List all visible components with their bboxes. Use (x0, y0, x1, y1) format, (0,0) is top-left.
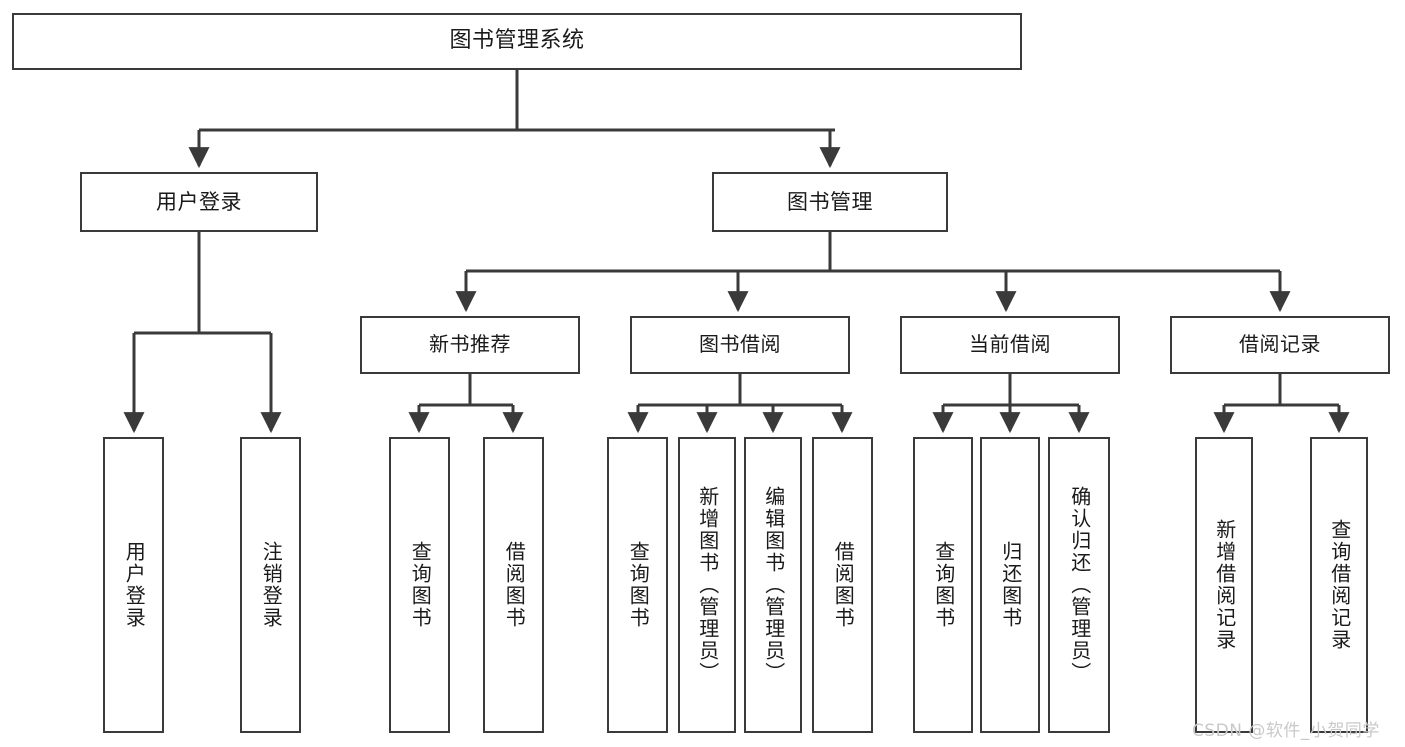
leaf-add-book-admin[interactable]: 新增图书（管理员） (678, 437, 736, 733)
leaf-label: 归还图书 (998, 541, 1023, 629)
leaf-borrow-book-newbook[interactable]: 借阅图书 (483, 437, 544, 733)
node-new-book-recommend[interactable]: 新书推荐 (360, 316, 580, 374)
node-new-book-recommend-label: 新书推荐 (429, 332, 511, 357)
leaf-confirm-return-admin[interactable]: 确认归还（管理员） (1048, 437, 1110, 733)
leaf-label: 新增借阅记录 (1212, 519, 1237, 651)
leaf-label: 查询图书 (408, 541, 433, 629)
leaf-label: 新增图书（管理员） (695, 486, 720, 684)
node-borrow-record-label: 借阅记录 (1239, 332, 1321, 357)
leaf-query-book-borrow[interactable]: 查询图书 (607, 437, 668, 733)
leaf-label: 编辑图书（管理员） (761, 486, 786, 684)
leaf-label: 注销登录 (259, 541, 284, 629)
node-book-borrow[interactable]: 图书借阅 (630, 316, 850, 374)
node-borrow-record[interactable]: 借阅记录 (1170, 316, 1390, 374)
node-current-borrow-label: 当前借阅 (969, 332, 1051, 357)
leaf-add-borrow-record[interactable]: 新增借阅记录 (1195, 437, 1253, 733)
leaf-label: 确认归还（管理员） (1067, 486, 1092, 684)
leaf-label: 用户登录 (122, 541, 147, 629)
node-current-borrow[interactable]: 当前借阅 (900, 316, 1120, 374)
leaf-user-login[interactable]: 用户登录 (103, 437, 164, 733)
leaf-query-borrow-record[interactable]: 查询借阅记录 (1310, 437, 1368, 733)
leaf-label: 借阅图书 (502, 541, 527, 629)
node-book-management[interactable]: 图书管理 (712, 172, 948, 232)
leaf-borrow-book[interactable]: 借阅图书 (812, 437, 873, 733)
leaf-query-book-newbook[interactable]: 查询图书 (389, 437, 450, 733)
leaf-label: 查询图书 (626, 541, 651, 629)
node-user-login[interactable]: 用户登录 (80, 172, 318, 232)
node-book-management-label: 图书管理 (787, 189, 873, 214)
leaf-label: 借阅图书 (831, 541, 856, 629)
node-book-borrow-label: 图书借阅 (699, 332, 781, 357)
watermark: CSDN @软件_小贺同学 (1192, 721, 1380, 741)
leaf-label: 查询借阅记录 (1327, 519, 1352, 651)
leaf-edit-book-admin[interactable]: 编辑图书（管理员） (744, 437, 802, 733)
leaf-query-book-current[interactable]: 查询图书 (913, 437, 973, 733)
leaf-label: 查询图书 (931, 541, 956, 629)
leaf-return-book[interactable]: 归还图书 (980, 437, 1040, 733)
node-root-label: 图书管理系统 (449, 28, 585, 54)
node-root[interactable]: 图书管理系统 (12, 13, 1022, 70)
leaf-logout[interactable]: 注销登录 (240, 437, 301, 733)
node-user-login-label: 用户登录 (156, 189, 242, 214)
